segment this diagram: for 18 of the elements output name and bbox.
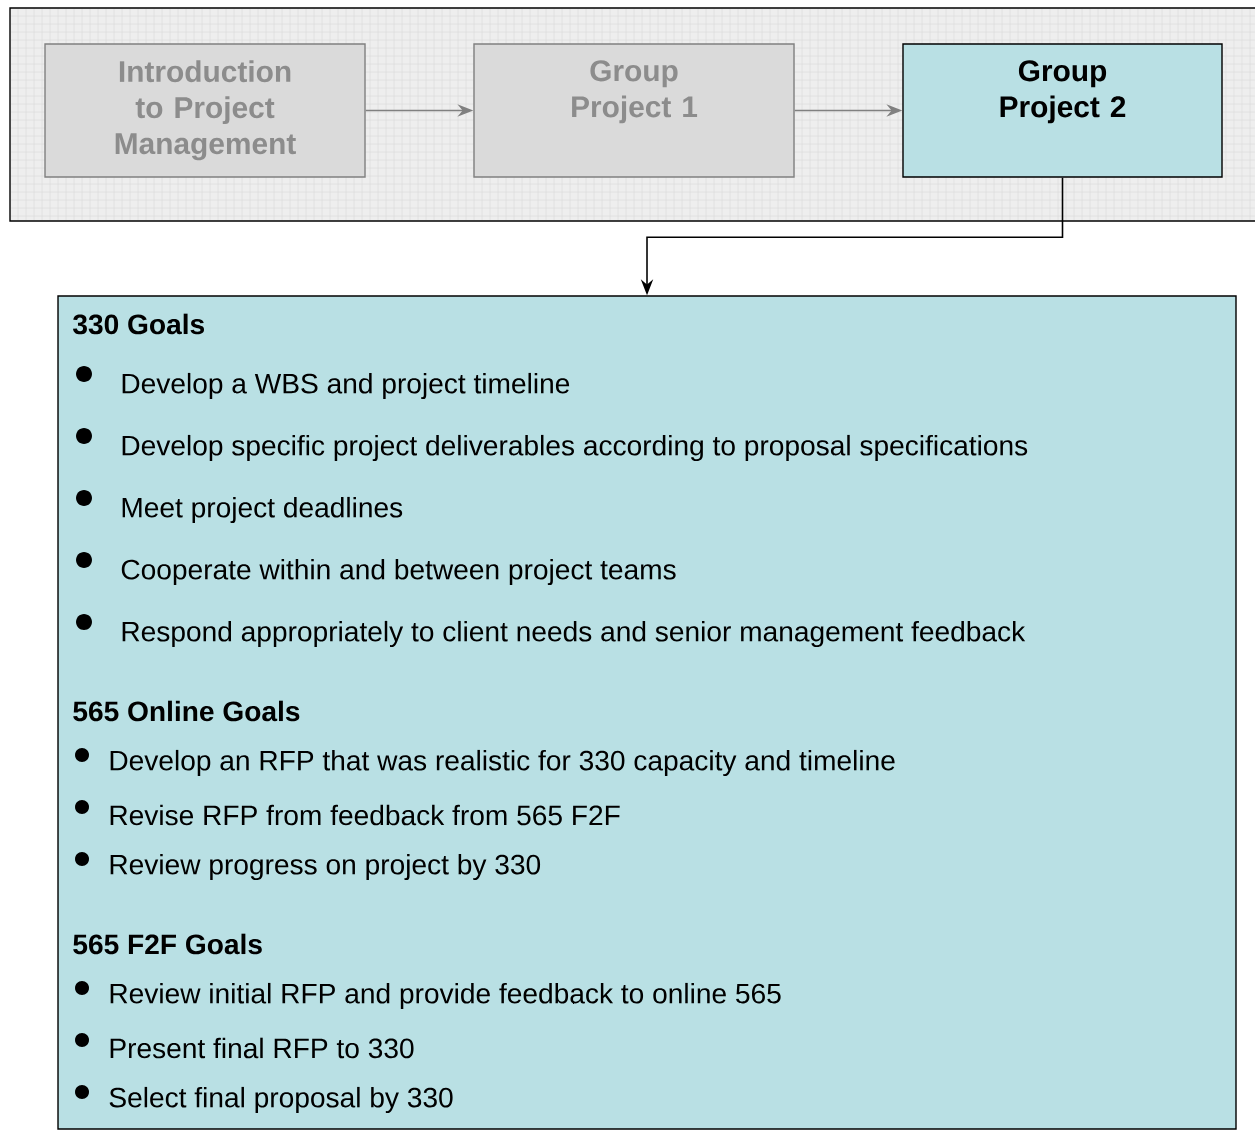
goal-text: Meet project deadlines — [122, 496, 403, 524]
goal-text: Present final RFP to 330 — [110, 1037, 414, 1059]
goal-text: Revise RFP from feedback from 565 F2F — [110, 804, 620, 826]
stage-box: Group Project 2 — [902, 43, 1223, 178]
heading: 330 Goals — [73, 313, 204, 335]
goal-text: Select final proposal by 330 — [109, 1086, 453, 1114]
stage-box: Introduction to Project Management — [44, 43, 366, 178]
goal-text: Review initial RFP and provide feedback to online 565 — [110, 982, 781, 1010]
goals-panel — [57, 295, 1237, 1130]
goal-text: Develop an RFP that was realistic for 330 capacity and timeline — [110, 749, 895, 777]
goal-text: Respond appropriately to client needs and senior management feedback — [122, 620, 1026, 648]
stage-box: Group Project 1 — [473, 43, 795, 178]
goal-text: Develop a WBS and project timeline — [122, 372, 570, 400]
heading: 565 F2F Goals — [73, 933, 262, 955]
heading: 565 Online Goals — [73, 700, 300, 722]
goal-text: Cooperate within and between project teams — [121, 558, 676, 586]
goal-text: Develop specific project deliverables according to proposal specifications — [122, 434, 1028, 462]
goal-text: Review progress on project by 330 — [110, 853, 541, 881]
